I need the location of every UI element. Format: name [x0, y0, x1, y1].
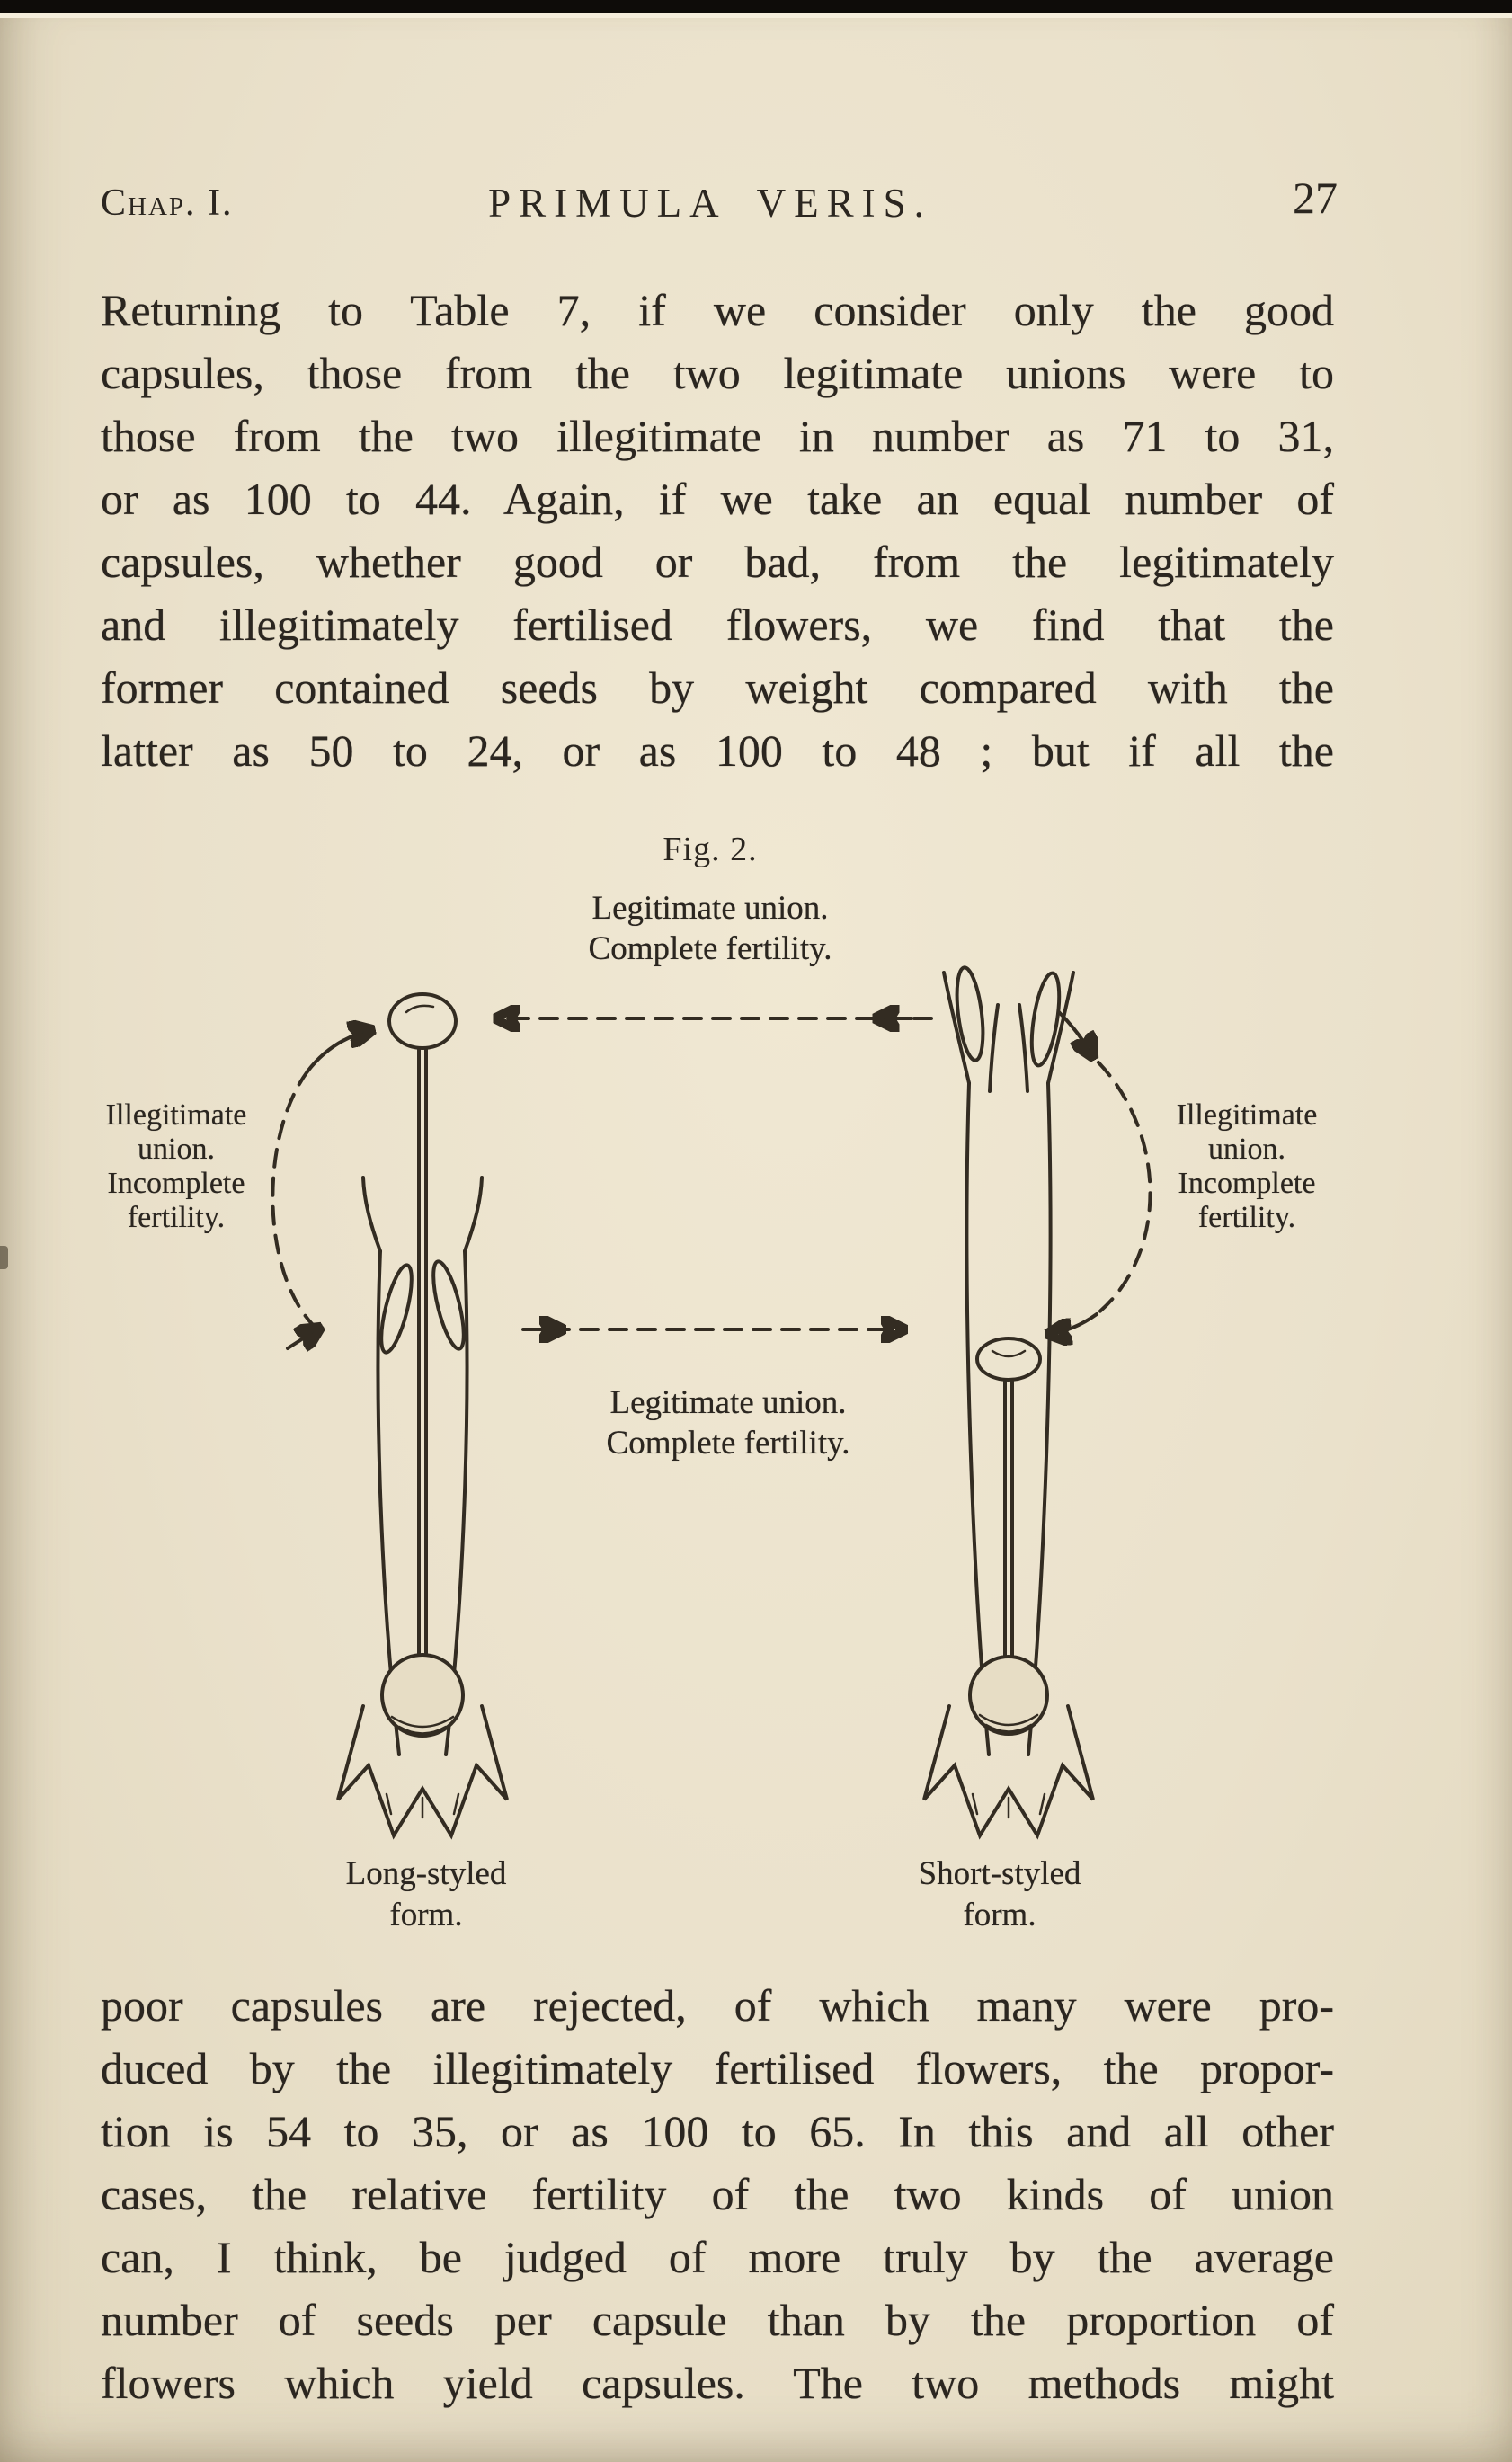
text-line: poor capsules are rejected, of which man…: [101, 1980, 1334, 2031]
label-line: form.: [389, 1897, 463, 1933]
label-line: Incomplete: [1178, 1167, 1316, 1200]
label-line: Illegitimate: [105, 1098, 247, 1132]
short-styled-form-label: Short-styled form.: [856, 1853, 1143, 1936]
scan-top-edge-gap: [0, 13, 1512, 18]
paragraph-2: poor capsules are rejected, of which man…: [101, 1974, 1334, 2414]
label-line: Complete fertility.: [588, 930, 832, 967]
text-line: capsules, those from the two legitimate …: [101, 348, 1334, 398]
text-line: tion is 54 to 35, or as 100 to 65. In th…: [101, 2106, 1334, 2156]
label-line: Legitimate union.: [591, 890, 829, 927]
illegitimate-union-left-label: Illegitimate union. Incomplete fertility…: [50, 1098, 302, 1235]
legitimate-union-top-label: Legitimate union. Complete fertility.: [485, 888, 935, 969]
text-line: capsules, whether good or bad, from the …: [101, 537, 1334, 587]
label-line: form.: [963, 1897, 1036, 1933]
label-line: Complete fertility.: [606, 1425, 850, 1462]
label-line: Incomplete: [107, 1167, 245, 1200]
paragraph-1: Returning to Table 7, if we consider onl…: [101, 279, 1334, 782]
text-line: flowers which yield capsules. The two me…: [101, 2358, 1334, 2408]
label-line: Legitimate union.: [609, 1384, 847, 1421]
text-line: number of seeds per capsule than by the …: [101, 2295, 1334, 2345]
chapter-label: Chap. I.: [101, 182, 234, 224]
label-line: fertility.: [127, 1201, 226, 1234]
label-line: Illegitimate: [1176, 1098, 1318, 1132]
label-line: union.: [1208, 1133, 1285, 1166]
scan-edge-mark: [0, 1246, 8, 1269]
text-line: those from the two illegitimate in numbe…: [101, 411, 1334, 461]
text-line: or as 100 to 44. Again, if we take an eq…: [101, 474, 1334, 524]
long-styled-flower-drawing: [336, 992, 509, 1840]
text-line: and illegitimately fertilised flowers, w…: [101, 600, 1334, 650]
text-line: cases, the relative fertility of the two…: [101, 2169, 1334, 2219]
text-line: latter as 50 to 24, or as 100 to 48 ; bu…: [101, 725, 1334, 776]
page-title: PRIMULA VERIS.: [488, 181, 932, 226]
label-line: fertility.: [1197, 1201, 1296, 1234]
label-line: Long-styled: [345, 1855, 507, 1892]
page-number: 27: [1293, 173, 1338, 223]
label-line: Short-styled: [918, 1855, 1081, 1892]
text-line: former contained seeds by weight compare…: [101, 662, 1334, 713]
label-line: union.: [138, 1133, 215, 1166]
scan-top-edge: [0, 0, 1512, 13]
legitimate-union-middle-label: Legitimate union. Complete fertility.: [503, 1382, 953, 1463]
text-line: duced by the illegitimately fertilised f…: [101, 2043, 1334, 2093]
union-arrows: [271, 1012, 1152, 1348]
illegitimate-union-right-label: Illegitimate union. Incomplete fertility…: [1116, 1098, 1377, 1235]
long-styled-form-label: Long-styled form.: [282, 1853, 570, 1936]
text-line: can, I think, be judged of more truly by…: [101, 2232, 1334, 2282]
figure-caption: Fig. 2.: [663, 831, 758, 868]
text-line: Returning to Table 7, if we consider onl…: [101, 285, 1334, 335]
